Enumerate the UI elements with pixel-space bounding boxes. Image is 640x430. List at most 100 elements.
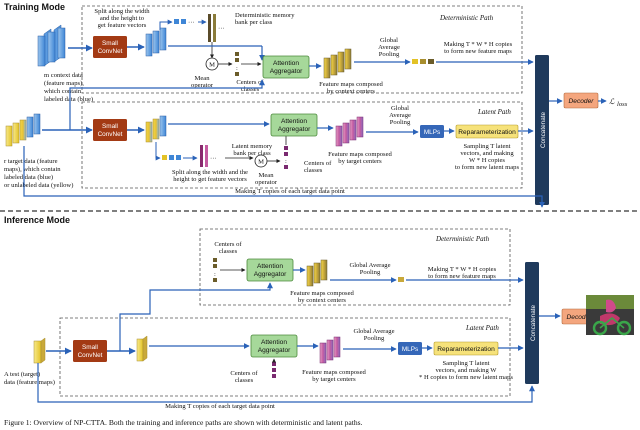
- inf-gap-lat-line1: Global Average: [353, 328, 394, 335]
- svg-text:Reparameterization: Reparameterization: [458, 129, 516, 136]
- target-data-line2: maps), which contain: [4, 166, 61, 173]
- gap-lat-line1: Global: [391, 105, 409, 112]
- gap-lat-line3: Pooling: [390, 119, 411, 126]
- training-latent-path-label: Latent Path: [477, 108, 511, 116]
- inference-concatenate: [525, 262, 539, 384]
- training-small-convnet-latent: [93, 119, 127, 141]
- target-data-line3: labeled data (blue): [4, 174, 53, 181]
- deterministic-memory-bank: ···: [208, 14, 225, 42]
- svg-text:Decoder: Decoder: [569, 98, 595, 105]
- latent-centers-line2: classes: [304, 167, 323, 174]
- test-data-feature-map: [33, 337, 46, 364]
- context-data-line4: labeled data (blue): [44, 96, 93, 103]
- training-mode-title: Training Mode: [4, 2, 65, 12]
- training-small-convnet-det: [93, 36, 127, 58]
- inference-small-convnet: [73, 340, 107, 362]
- feat-target-line2: by target centers: [338, 158, 382, 165]
- gap-det-line1: Global: [380, 37, 398, 44]
- inf-det-class-centers: :: [213, 258, 217, 282]
- loss-symbol: ℒ: [609, 97, 615, 106]
- test-data-line2: data (feature maps): [4, 379, 55, 386]
- det-centers-line2: classes: [241, 86, 260, 93]
- inf-feat-target-line1: Feature maps composed: [302, 369, 366, 376]
- target-data-feature-maps: [5, 113, 41, 147]
- feat-target-line1: Feature maps composed: [328, 151, 392, 158]
- inference-latent-path-box: [59, 317, 511, 397]
- svg-text:···: ···: [218, 25, 225, 32]
- inference-mode-title: Inference Mode: [4, 215, 70, 225]
- svg-text:ConvNet: ConvNet: [98, 131, 123, 138]
- feat-context-line2: by context centers: [327, 88, 375, 95]
- sampling-line1: Sampling T latent: [463, 143, 510, 150]
- svg-text:Decoder: Decoder: [567, 314, 593, 321]
- inf-latent-class-centers: [272, 362, 276, 378]
- feature-maps-target-centers: [335, 116, 364, 147]
- svg-text:Small: Small: [102, 40, 118, 47]
- sampling-line2: vectors, and making: [460, 150, 514, 157]
- svg-text:MLPs: MLPs: [402, 346, 418, 353]
- svg-text::: :: [214, 271, 216, 278]
- copies-det-line2: to form new feature maps: [444, 48, 512, 55]
- feature-maps-context-centers: [323, 48, 352, 79]
- figure-caption: Figure 1: Overview of NP-CTTA. Both the …: [4, 418, 363, 427]
- latent-memory-bank: ···: [200, 145, 217, 167]
- svg-text::: :: [236, 65, 238, 72]
- split-lat-line2: height to get feature vectors: [173, 176, 247, 183]
- inf-sampling-line3: * H copies to form new latent maps: [419, 374, 513, 381]
- training-deterministic-path-box: [81, 5, 523, 94]
- svg-text:Aggregator: Aggregator: [258, 347, 291, 354]
- split-det-line1: Split along the width: [94, 8, 150, 15]
- training-attention-aggregator-det: [262, 55, 310, 79]
- svg-text:Aggregator: Aggregator: [270, 68, 303, 75]
- svg-text:Aggregator: Aggregator: [278, 126, 311, 133]
- loss-subscript: loss: [617, 101, 628, 108]
- inf-pooled-vector: [398, 277, 404, 282]
- training-mlps: [420, 125, 444, 138]
- svg-text:Attention: Attention: [273, 60, 299, 67]
- segmentation-output-image: [586, 295, 634, 336]
- latent-bank-line1: Latent memory: [232, 143, 273, 150]
- feat-context-line1: Feature maps composed: [319, 81, 383, 88]
- inf-centers-line2: classes: [219, 248, 238, 255]
- svg-text:Small: Small: [102, 123, 118, 130]
- det-class-centers: :: [235, 52, 239, 76]
- context-data-line1: m context data: [44, 72, 83, 79]
- training-deterministic-path-label: Deterministic Path: [439, 14, 494, 22]
- inference-mlps: [398, 342, 422, 355]
- split-det-line3: get feature vectors: [98, 22, 147, 29]
- inf-gap-line1: Global Average: [349, 262, 390, 269]
- context-data-line2: (feature maps),: [44, 80, 84, 87]
- svg-text:Attention: Attention: [257, 263, 283, 270]
- inf-gap-line2: Pooling: [360, 269, 381, 276]
- svg-text:Attention: Attention: [281, 118, 307, 125]
- inf-feat-context-line2: by context centers: [298, 297, 346, 304]
- gap-det-line3: Pooling: [379, 51, 400, 58]
- inf-copies-line2: to form new feature maps: [428, 273, 496, 280]
- gap-lat-line2: Average: [389, 112, 411, 119]
- inf-feature-maps-target: [319, 336, 341, 364]
- context-data-feature-maps: [37, 24, 66, 67]
- inference-deterministic-path-box: [199, 228, 511, 306]
- latent-feature-vectors: [162, 155, 181, 160]
- inf-feature-maps-context: [306, 259, 328, 287]
- svg-text:Attention: Attention: [261, 339, 287, 346]
- det-pooled-vectors: [412, 59, 434, 64]
- training-latent-feature-maps: [145, 115, 167, 143]
- sampling-line3: W * H copies: [469, 157, 505, 164]
- training-det-feature-maps: [145, 27, 167, 57]
- sampling-line4: to form new latent maps: [455, 164, 520, 171]
- training-latent-path-box: [81, 101, 523, 189]
- inf-copies-line1: Making T * W * H copies: [428, 266, 497, 273]
- det-bank-line1: Deterministic memory: [235, 12, 295, 19]
- inference-latent-path-label: Latent Path: [465, 324, 499, 332]
- target-data-line1: r target data (feature: [4, 158, 58, 165]
- test-data-line1: A test (target): [4, 371, 40, 378]
- svg-text:M: M: [209, 62, 215, 69]
- copies-det-line1: Making T * W * H copies: [444, 41, 513, 48]
- context-data-line3: which contain: [44, 88, 82, 95]
- svg-text:···: ···: [188, 19, 195, 26]
- mean-op-det-line2: operator: [191, 82, 214, 89]
- inf-feat-context-line1: Feature maps composed: [290, 290, 354, 297]
- svg-text:···: ···: [210, 155, 217, 162]
- inf-centers-line1: Centers of: [214, 241, 242, 248]
